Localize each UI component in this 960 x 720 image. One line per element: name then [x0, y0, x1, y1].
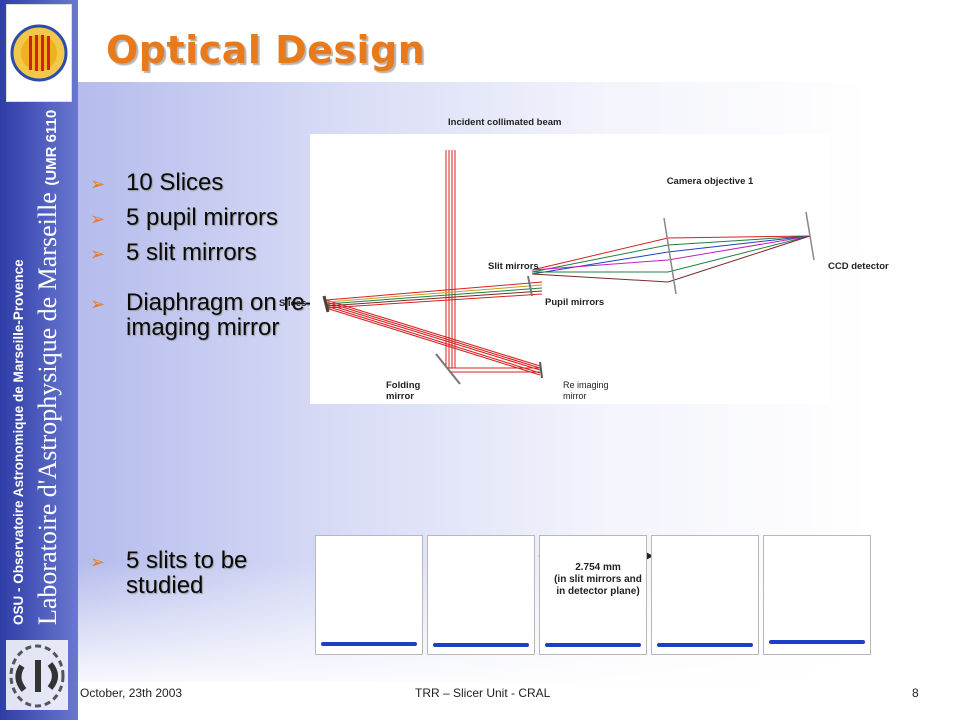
cnrs-logo [4, 636, 70, 714]
slit-image-panel [315, 535, 423, 655]
slit-line [769, 640, 865, 644]
bullet-list-bottom: ➢5 slits to be studied [90, 548, 320, 598]
incident-beam-rays [445, 150, 540, 373]
label-slices: Slices [279, 298, 307, 309]
label-slit-mirrors: Slit mirrors [488, 261, 539, 272]
optical-layout-diagram [310, 134, 830, 404]
ccd-detector-plane [805, 211, 815, 261]
bullet-list-top: ➢10 Slices ➢5 pupil mirrors ➢5 slit mirr… [90, 170, 320, 340]
footer-title: TRR – Slicer Unit - CRAL [415, 686, 551, 700]
slit-image-panel [539, 535, 647, 655]
label-folding-mirror: Folding mirror [386, 380, 421, 402]
slit-spacing-label: 2.754 mm (in slit mirrors and in detecto… [554, 562, 642, 597]
label-ccd-detector: CCD detector [828, 261, 889, 272]
sidebar: OSU - Observatoire Astronomique de Marse… [0, 0, 78, 720]
bullet-item: ➢5 slits to be studied [90, 547, 248, 599]
camera-rays [531, 235, 811, 283]
slit-line [657, 643, 753, 647]
folding-mirror [435, 353, 461, 385]
arrow-bullet-icon: ➢ [90, 174, 106, 194]
slit-image-panel [651, 535, 759, 655]
bullet-item: ➢Diaphragm on re-imaging mirror [90, 289, 313, 341]
bullet-item: ➢10 Slices [90, 169, 224, 196]
slices-to-pupil-rays [325, 281, 543, 309]
bullet-item: ➢5 pupil mirrors [90, 204, 279, 231]
pupil-mirror [527, 275, 533, 297]
label-reimaging-mirror: Re imaging mirror [563, 380, 609, 401]
arrow-bullet-icon: ➢ [90, 244, 106, 264]
slit-line [545, 643, 641, 647]
label-incident-beam: Incident collimated beam [448, 117, 562, 128]
page-number: 8 [912, 686, 919, 700]
slit-image-panel [427, 535, 535, 655]
arrow-bullet-icon: ➢ [90, 294, 106, 314]
slices-mirror [322, 295, 330, 313]
bullet-item: ➢5 slit mirrors [90, 239, 257, 266]
slit-image-panel [763, 535, 871, 655]
arrow-bullet-icon: ➢ [90, 209, 106, 229]
slit-line [321, 642, 417, 646]
reimaging-mirror [539, 361, 543, 379]
footer-date: October, 23th 2003 [80, 686, 183, 700]
reimaging-to-slices-rays [325, 299, 541, 376]
label-pupil-mirrors: Pupil mirrors [545, 297, 605, 308]
slide-title: Optical Design [106, 28, 426, 72]
arrow-bullet-icon: ➢ [90, 552, 106, 572]
slit-line [433, 643, 529, 647]
camera-objective-lens [663, 217, 677, 295]
label-camera-objective: Camera objective 1 [666, 176, 754, 187]
provence-logo [6, 4, 72, 102]
